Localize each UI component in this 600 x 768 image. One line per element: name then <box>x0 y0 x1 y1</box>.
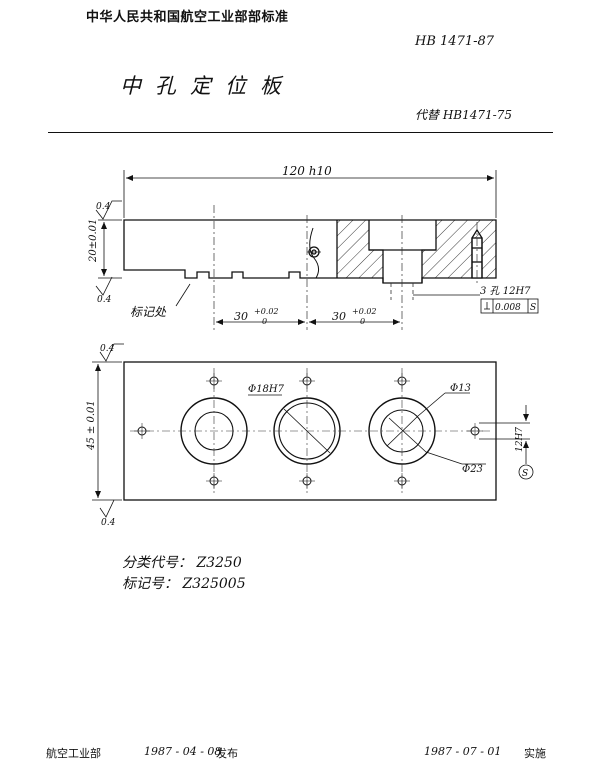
issuer: 航空工业部 <box>46 747 101 760</box>
spacing-tol-2-low: 0 <box>360 317 365 326</box>
issue-date: 1987 - 04 - 08 <box>144 745 222 758</box>
roughness-top-text: 0.4 <box>96 202 111 212</box>
class-code-value: Z3250 <box>196 555 242 571</box>
height-dimension <box>95 200 122 296</box>
pin-hole-dimension <box>479 405 534 480</box>
section-view <box>123 219 497 284</box>
implementation-date: 1987 - 07 - 01 <box>424 745 502 758</box>
datum-s-text: S <box>522 469 528 479</box>
perp-tolerance-text: 0.008 <box>495 303 521 313</box>
standard-number: HB 1471-87 <box>415 34 495 49</box>
plan-center-lines <box>130 368 490 494</box>
header-divider <box>48 132 553 133</box>
hole-dia-13-text: Φ13 <box>450 383 471 394</box>
roughness-bottom-text: 0.4 <box>97 295 112 305</box>
engineering-drawing: 120 h10 20±0.01 0.4 0.4 标记处 30 +0.02 0 3… <box>86 164 539 528</box>
hole-callout-text: 3 孔 12H7 <box>480 285 531 297</box>
spacing-dim-2: 30 <box>332 310 346 323</box>
implementation-word: 实施 <box>524 747 546 760</box>
plan-view-outline <box>123 361 497 501</box>
length-dimension <box>123 170 497 218</box>
organization-title: 中华人民共和国航空工业部部标准 <box>86 10 289 25</box>
spacing-tol-2: +0.02 <box>352 307 377 316</box>
height-dim-text: 20±0.01 <box>88 219 99 263</box>
spacing-dim-1: 30 <box>234 310 248 323</box>
diameter-leaders <box>248 392 486 465</box>
pin-hole-text: 12H7 <box>515 427 525 452</box>
section-center-lines <box>213 205 478 330</box>
mark-label-text: 标记处 <box>130 305 167 319</box>
classification-code: 分类代号： Z3250 <box>122 555 242 571</box>
spacing-tol-1-low: 0 <box>262 317 267 326</box>
part-name-title: 中孔定位板 <box>120 74 295 98</box>
plan-roughness-bottom: 0.4 <box>101 518 116 528</box>
class-code-label: 分类代号 <box>122 555 178 571</box>
plan-roughness-top: 0.4 <box>100 344 115 354</box>
length-dim-text: 120 h10 <box>282 164 332 178</box>
perp-datum-text: S <box>530 303 536 313</box>
issue-word: 发布 <box>216 747 238 760</box>
mark-code: 标记号： Z325005 <box>122 576 246 592</box>
hole-dia-23-text: Φ23 <box>462 464 483 475</box>
bore-dia-text: Φ18H7 <box>248 384 285 395</box>
mark-code-value: Z325005 <box>182 576 246 592</box>
spacing-tol-1: +0.02 <box>254 307 279 316</box>
width-dim-text: 45 ± 0.01 <box>86 400 97 451</box>
mark-leader <box>175 283 191 307</box>
replaces-standard: 代替 HB1471-75 <box>415 108 512 122</box>
hidden-lines <box>390 283 414 300</box>
width-dimension <box>92 343 124 518</box>
perpendicularity-frame <box>480 298 539 314</box>
footer: 航空工业部 1987 - 04 - 08 发布 1987 - 07 - 01 实… <box>46 745 566 761</box>
mark-code-label: 标记号 <box>122 576 164 592</box>
